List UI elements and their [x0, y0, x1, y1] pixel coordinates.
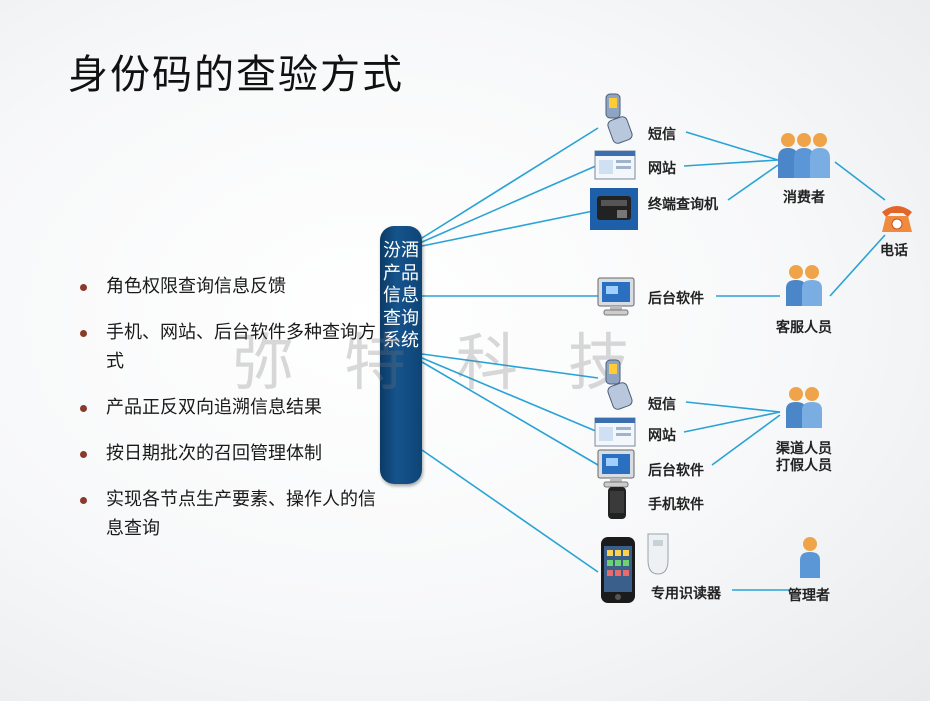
bullet-text: 实现各节点生产要素、操作人的信息查询 [106, 489, 376, 539]
line-sms1-consumer [685, 131, 779, 161]
monitor-icon [597, 449, 635, 488]
line-system-backend2 [421, 361, 599, 466]
channel-label-sms: 短信 [648, 127, 676, 143]
bullet-text: 手机、网站、后台软件多种查询方式 [106, 322, 376, 372]
page-title: 身份码的查验方式 [68, 52, 404, 98]
channel-label-website: 网站 [648, 161, 676, 177]
channel-staff-icon [786, 387, 822, 428]
channel-label-backend: 后台软件 [648, 291, 704, 307]
monitor-icon [597, 277, 635, 316]
website-icon [594, 150, 636, 180]
consumer-group-icon [778, 133, 830, 178]
bullet-dot [80, 330, 87, 337]
feature-list: 角色权限查询信息反馈 手机、网站、后台软件多种查询方式 产品正反双向追溯信息结果… [80, 272, 380, 560]
bullet-text: 角色权限查询信息反馈 [106, 276, 286, 297]
system-label: 汾酒产品信息查询系统 [383, 240, 419, 351]
watermark-text: 弥特科技 [232, 326, 681, 399]
line-sms2-staff [685, 401, 781, 413]
role-label-anti-counterfeit: 打假人员 [776, 458, 832, 474]
channel-label-reader: 专用识读器 [651, 586, 721, 602]
bullet-item: 实现各节点生产要素、操作人的信息查询 [80, 485, 380, 543]
bullet-dot [80, 405, 87, 412]
line-backend2-staff [711, 414, 781, 466]
line-system-web1 [421, 164, 599, 243]
bullet-dot [80, 284, 87, 291]
bullet-item: 角色权限查询信息反馈 [80, 272, 380, 301]
role-label-manager: 管理者 [788, 588, 830, 604]
telephone-icon [882, 206, 912, 232]
bullet-dot [80, 497, 87, 504]
bullet-item: 产品正反双向追溯信息结果 [80, 393, 380, 422]
manager-icon [800, 537, 820, 578]
reader-device-icon [647, 533, 669, 575]
line-service-phone [829, 234, 886, 297]
channel-label-terminal: 终端查询机 [648, 197, 718, 213]
role-label-service: 客服人员 [776, 320, 832, 336]
website-icon [594, 417, 636, 447]
role-label-phone: 电话 [880, 243, 908, 259]
flip-phone-icon [605, 359, 633, 410]
role-label-consumer: 消费者 [783, 190, 825, 206]
line-system-sms1 [421, 127, 599, 239]
line-system-reader [421, 449, 599, 573]
bullet-text: 按日期批次的召回管理体制 [106, 443, 322, 464]
line-system-web2 [421, 357, 599, 433]
line-web1-consumer [683, 159, 779, 167]
smartphone-icon [608, 487, 626, 519]
line-system-terminal [421, 209, 599, 247]
query-terminal-icon [590, 188, 638, 230]
role-label-channel-staff: 渠道人员 [776, 441, 832, 457]
service-staff-icon [786, 265, 822, 306]
bullet-dot [80, 451, 87, 458]
channel-label-backend: 后台软件 [648, 463, 704, 479]
channel-label-mobile-software: 手机软件 [648, 497, 704, 513]
channel-label-website: 网站 [648, 428, 676, 444]
smartphone-icon [601, 537, 635, 603]
flip-phone-icon [605, 93, 633, 144]
bullet-item: 手机、网站、后台软件多种查询方式 [80, 318, 380, 376]
line-terminal-consumer [727, 164, 779, 201]
channel-label-sms: 短信 [648, 397, 676, 413]
line-web2-staff [683, 411, 781, 433]
query-system-box: 汾酒产品信息查询系统 [380, 226, 422, 484]
bullet-text: 产品正反双向追溯信息结果 [106, 397, 322, 418]
bullet-item: 按日期批次的召回管理体制 [80, 439, 380, 468]
line-consumer-phone [834, 161, 886, 201]
line-system-sms2 [421, 353, 599, 379]
